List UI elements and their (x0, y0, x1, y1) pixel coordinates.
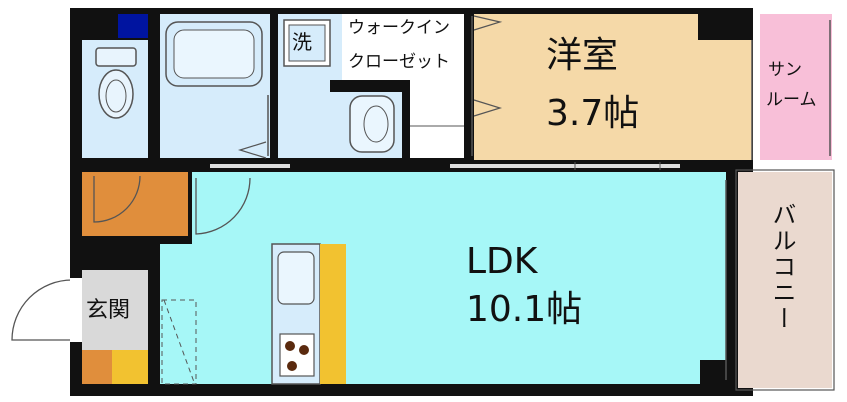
walk-in-closet-lower (410, 80, 464, 158)
balcony (738, 172, 832, 388)
toilet-bowl (98, 69, 134, 119)
stove-burner-1 (285, 341, 295, 351)
ldk-sliding-door (161, 299, 197, 385)
ldk-room-left (158, 244, 194, 384)
washer-inner (288, 24, 326, 62)
entrance-closet (82, 172, 188, 236)
walk-in-closet (342, 14, 464, 80)
ldk-room-size: 10.1帖 (466, 289, 583, 330)
wash-basin (349, 95, 395, 153)
ldk-divider-left (152, 240, 160, 388)
ldk-room-name: LDK (466, 241, 538, 282)
western-room-name: 洋室 (546, 35, 619, 76)
entrance-door-swing (11, 279, 73, 341)
ldk-room-corner (700, 360, 726, 384)
kitchen-counter-side (320, 244, 346, 384)
sunroom-line2: ルーム (766, 90, 817, 110)
toilet-seat (105, 79, 127, 113)
entrance-floor (82, 270, 148, 350)
bathroom-door-mark (237, 141, 267, 159)
western-room-ext (698, 40, 752, 160)
washroom-wall-block (330, 80, 402, 92)
entrance-name: 玄関 (86, 298, 131, 323)
kitchen-stove (279, 333, 315, 377)
toilet-tank (95, 47, 137, 67)
kitchen-sink (277, 251, 315, 305)
entrance-step (82, 350, 112, 384)
balcony-rail (735, 169, 835, 391)
stove-burner-3 (287, 361, 297, 371)
entrance-door-gap (70, 278, 82, 342)
bathtub-inner (173, 29, 255, 79)
stove-burner-2 (299, 345, 309, 355)
western-door-mark-bottom (473, 99, 503, 117)
meter-box (118, 14, 148, 38)
ldk-door-swing (195, 177, 251, 235)
walk-in-closet-line1: ウォークイン (348, 18, 450, 38)
western-room-size: 3.7帖 (546, 93, 640, 134)
ldk-sliding-door-diag (163, 299, 195, 383)
sunroom (760, 14, 832, 160)
sunroom-line1: サン (768, 60, 802, 80)
entrance-closet-door (93, 175, 141, 223)
washer-label: 洗 (292, 30, 312, 54)
wash-basin-bowl (363, 105, 389, 143)
walk-in-closet-line2: クローゼット (348, 52, 450, 72)
western-door-mark-top (473, 15, 503, 31)
western-room-pillar (698, 14, 752, 40)
balcony-name: バルコニー (768, 202, 796, 332)
entrance-shoe-box (112, 350, 148, 384)
western-room (474, 14, 698, 160)
